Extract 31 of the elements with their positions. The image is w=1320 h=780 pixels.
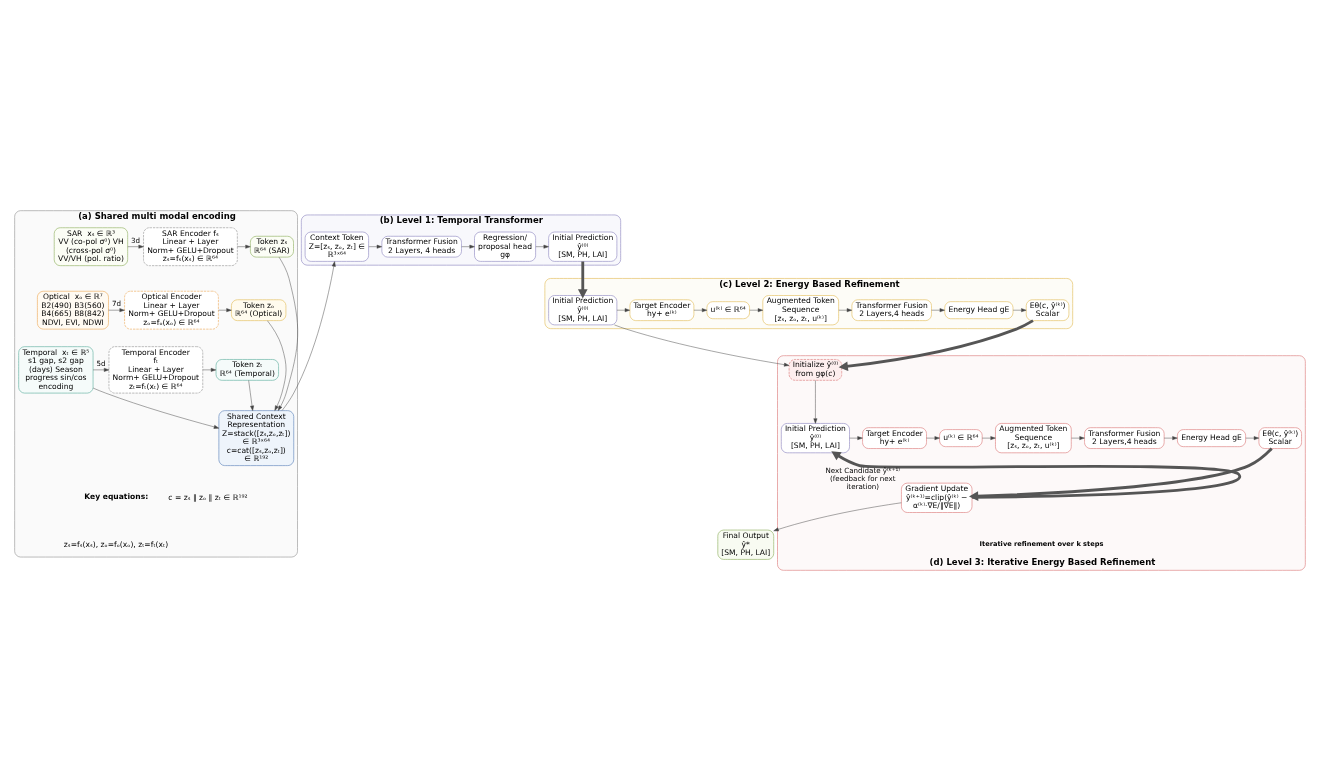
arrow [773,502,902,531]
arrow [202,367,217,372]
arrow [92,387,220,429]
arrow [813,379,818,424]
arrow [982,435,996,440]
arrow [693,307,708,312]
arrow [1245,435,1260,440]
arrow [749,307,764,312]
arrow [92,367,110,372]
arrow [368,244,382,249]
arrow [277,256,298,411]
arrow [838,307,852,312]
arrow [614,324,790,367]
arrow [577,261,588,298]
arrow [127,244,144,249]
arrow [461,244,475,249]
arrow [237,244,251,249]
arrow [267,320,287,411]
arrow [926,435,940,440]
arrow [281,260,336,411]
arrow [1012,307,1027,312]
arrow [218,307,232,312]
arrow [108,307,125,312]
arrow [838,318,1034,371]
arrow [535,244,549,249]
arrow [931,307,945,312]
arrow [1163,435,1178,440]
arrow [849,435,863,440]
arrow [248,379,254,411]
arrow [1071,435,1085,440]
arrow [616,307,630,312]
